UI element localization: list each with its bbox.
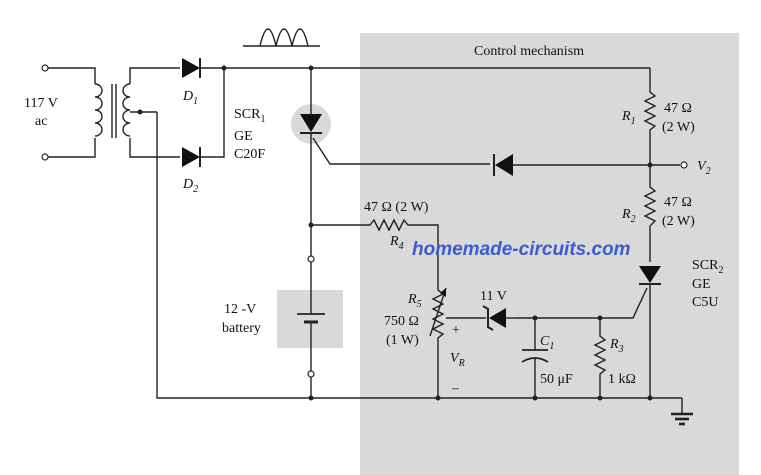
control-mechanism-title: Control mechanism	[474, 44, 584, 59]
battery-terminal-bottom	[307, 370, 315, 378]
resistor-r1	[643, 68, 657, 165]
transformer	[48, 67, 180, 158]
r5-value: 750 Ω	[384, 314, 419, 329]
r4-ref: R4	[389, 234, 404, 252]
scr1-name: SCR1	[234, 107, 265, 125]
watermark: homemade-circuits.com	[412, 239, 631, 260]
diode-d1	[182, 58, 201, 78]
scr2-name: SCR2	[692, 258, 723, 276]
battery-highlight	[277, 290, 343, 348]
r5-rating: (1 W)	[386, 333, 419, 348]
scr2-maker: GE	[692, 277, 711, 292]
r2-rating: (2 W)	[662, 214, 695, 229]
ac-terminal-top	[41, 64, 49, 72]
vr-label: VR	[450, 351, 465, 369]
scr2	[516, 266, 661, 398]
vr-minus: –	[451, 381, 460, 396]
battery-terminal-top	[307, 255, 315, 263]
feedback-diode	[493, 154, 650, 176]
battery-label: battery	[222, 321, 261, 336]
ac-terminal-bottom	[41, 153, 49, 161]
rectified-waveform-icon	[259, 28, 309, 47]
source-voltage-label: 117 V	[24, 96, 58, 111]
source-type-label: ac	[35, 114, 47, 129]
r1-value: 47 Ω	[664, 101, 692, 116]
scr1-model: C20F	[234, 147, 265, 162]
d1-label: D1	[182, 89, 198, 107]
zener-value: 11 V	[480, 289, 507, 304]
r5-ref: R5	[407, 292, 422, 310]
v2-terminal	[680, 161, 688, 169]
r1-ref: R1	[621, 109, 636, 127]
c1-value: 50 μF	[540, 372, 573, 387]
r3-value: 1 kΩ	[608, 372, 636, 387]
v2-label: V2	[697, 159, 711, 177]
vr-plus: +	[452, 323, 460, 338]
capacitor-c1	[521, 318, 549, 398]
ground-icon	[671, 398, 693, 426]
scr1-maker: GE	[234, 129, 253, 144]
r4-value: 47 Ω (2 W)	[364, 200, 429, 215]
r2-value: 47 Ω	[664, 195, 692, 210]
c1-ref: C1	[540, 334, 554, 352]
d2-label: D2	[182, 177, 198, 195]
resistor-r4	[311, 218, 439, 282]
scr2-model: C5U	[692, 295, 718, 310]
r2-ref: R2	[621, 207, 636, 225]
resistor-r3	[593, 318, 607, 398]
diode-d2	[182, 147, 201, 167]
battery-voltage: 12 -V	[224, 302, 256, 317]
zener-diode	[446, 305, 516, 331]
r3-ref: R3	[609, 337, 624, 355]
resistor-r2	[643, 165, 657, 262]
r1-rating: (2 W)	[662, 120, 695, 135]
scr1	[300, 68, 490, 256]
control-mechanism-panel	[360, 33, 739, 475]
